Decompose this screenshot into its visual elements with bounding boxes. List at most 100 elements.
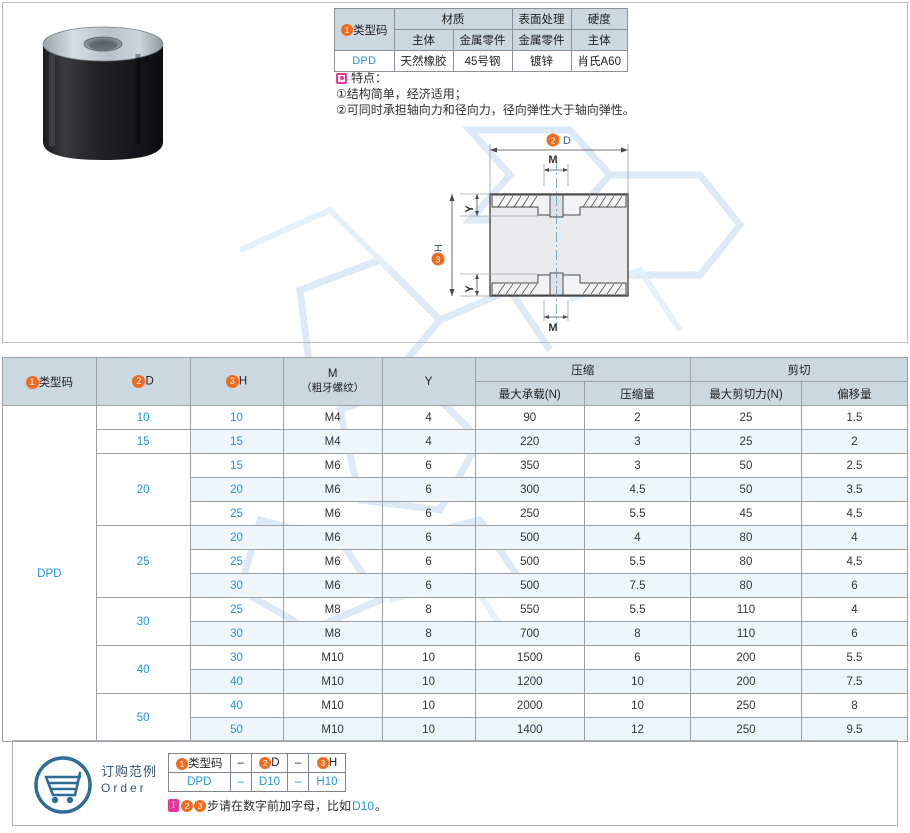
col-header-offset: 偏移量 [801, 382, 907, 406]
dim-label-m-bottom: M [548, 322, 557, 333]
cell-h: 25 [190, 502, 283, 526]
cell-compression-amount: 3 [584, 454, 690, 478]
svg-text:H: H [433, 244, 445, 252]
cell-h: 20 [190, 478, 283, 502]
cell-compression-amount: 5.5 [584, 502, 690, 526]
order-label-en: Order [101, 780, 157, 797]
cell-h: 30 [190, 622, 283, 646]
order-header-dash: – [230, 754, 251, 773]
cell-max-shear: 50 [691, 454, 802, 478]
table-row: 2015M663503502.5 [3, 454, 908, 478]
cell-offset: 4.5 [801, 550, 907, 574]
order-note: ! 2 3 步请在数字前加字母，比如 D10 。 [168, 797, 387, 814]
order-header-h: 3H [309, 754, 345, 773]
cell-max-shear: 110 [691, 598, 802, 622]
cell-max-shear: 45 [691, 502, 802, 526]
cell-offset: 6 [801, 622, 907, 646]
table-row: 5040M10102000102508 [3, 694, 908, 718]
order-label-cn: 订购范例 [101, 763, 157, 780]
cell-offset: 9.5 [801, 718, 907, 742]
col-header-type-code: 1类型码 [3, 358, 97, 406]
cell-max-shear: 25 [691, 430, 802, 454]
cell-offset: 5.5 [801, 646, 907, 670]
table-row: 3025M885505.51104 [3, 598, 908, 622]
spec-type-code-header: 1类型码 [335, 9, 395, 51]
cell-m: M10 [283, 694, 382, 718]
cell-y: 10 [382, 718, 475, 742]
cell-max-load: 220 [475, 430, 584, 454]
cell-compression-amount: 4 [584, 526, 690, 550]
cell-y: 6 [382, 502, 475, 526]
cell-h: 25 [190, 598, 283, 622]
cell-max-shear: 80 [691, 574, 802, 598]
badge-3-icon: 3 [194, 800, 206, 812]
spec-subheader: 主体 [394, 30, 453, 51]
cell-compression-amount: 10 [584, 694, 690, 718]
order-header-type-code: 1类型码 [169, 754, 231, 773]
feature-item: ①结构简单，经济适用； [336, 86, 635, 102]
spec-subheader: 金属零件 [512, 30, 571, 51]
badge-3-icon: 3 [317, 757, 329, 769]
cell-m: M10 [283, 718, 382, 742]
cell-y: 10 [382, 670, 475, 694]
cell-m: M10 [283, 670, 382, 694]
order-header-dash: – [288, 754, 309, 773]
badge-2-icon: 2 [132, 375, 145, 388]
dimension-data-table: 1类型码 2D 3H M （粗牙螺纹） Y 压缩 剪切 [2, 357, 908, 742]
cell-offset: 6 [801, 574, 907, 598]
order-note-text: 步请在数字前加字母，比如 [207, 797, 351, 814]
cell-y: 6 [382, 550, 475, 574]
table-row: 2520M665004804 [3, 526, 908, 550]
product-photo [18, 14, 188, 169]
cell-offset: 2.5 [801, 454, 907, 478]
features-title: 特点： [351, 70, 387, 86]
cell-max-shear: 80 [691, 550, 802, 574]
cell-max-load: 90 [475, 406, 584, 430]
spec-subheader: 主体 [571, 30, 627, 51]
badge-1-icon: 1 [26, 376, 39, 389]
cell-y: 4 [382, 406, 475, 430]
col-header-compression-amount: 压缩量 [584, 382, 690, 406]
cell-max-shear: 110 [691, 622, 802, 646]
cell-m: M4 [283, 406, 382, 430]
cell-d: 30 [96, 598, 190, 646]
table-row: 1515M442203252 [3, 430, 908, 454]
order-value-dash: – [288, 773, 309, 792]
order-note-text-end: 。 [375, 797, 387, 814]
cell-offset: 1.5 [801, 406, 907, 430]
spec-hardness-header: 硬度 [571, 9, 627, 30]
badge-2-icon: 2 [181, 800, 193, 812]
cell-max-load: 550 [475, 598, 584, 622]
cell-compression-amount: 7.5 [584, 574, 690, 598]
cell-m: M8 [283, 622, 382, 646]
cell-y: 6 [382, 478, 475, 502]
svg-text:2: 2 [551, 136, 556, 146]
badge-1-icon: 1 [176, 758, 188, 770]
col-header-y: Y [382, 358, 475, 406]
cell-y: 4 [382, 430, 475, 454]
cell-h: 25 [190, 550, 283, 574]
order-label: 订购范例 Order [101, 763, 157, 797]
cell-m: M10 [283, 646, 382, 670]
col-header-h: 3H [190, 358, 283, 406]
cell-max-shear: 250 [691, 718, 802, 742]
cell-m: M6 [283, 454, 382, 478]
order-value-d: D10 [251, 773, 287, 792]
cell-max-shear: 50 [691, 478, 802, 502]
cell-compression-amount: 5.5 [584, 598, 690, 622]
bullet-dot-icon [336, 73, 347, 84]
table-row: DPD1010M44902251.5 [3, 406, 908, 430]
features-title-row: 特点： [336, 70, 635, 86]
cell-max-load: 250 [475, 502, 584, 526]
warning-icon: ! [168, 799, 179, 812]
cell-offset: 2 [801, 430, 907, 454]
spec-value: 45号钢 [453, 51, 512, 72]
cell-h: 20 [190, 526, 283, 550]
cell-d: 25 [96, 526, 190, 598]
col-group-header-shear: 剪切 [691, 358, 908, 382]
cell-d: 10 [96, 406, 190, 430]
cell-h: 15 [190, 454, 283, 478]
cell-h: 40 [190, 694, 283, 718]
spec-value-code: DPD [335, 51, 395, 72]
technical-drawing: M M Y Y 2 D 3 H [420, 128, 680, 333]
